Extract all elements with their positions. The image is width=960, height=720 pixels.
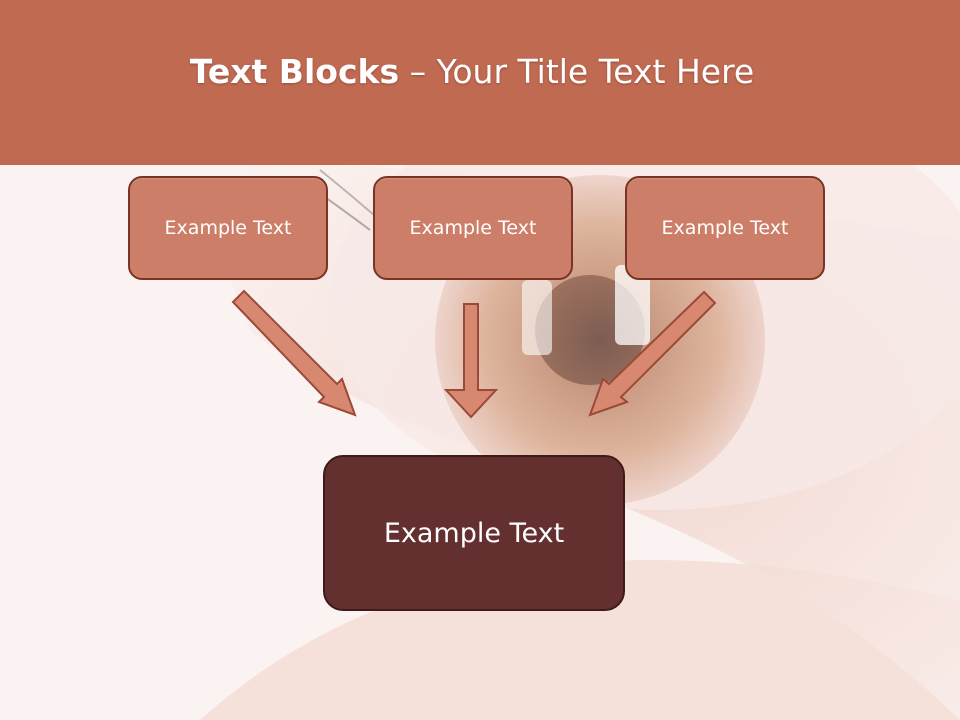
- source-box-3[interactable]: Example Text: [625, 176, 825, 280]
- header-band: [0, 0, 960, 165]
- title-separator: –: [399, 52, 437, 91]
- source-box-2[interactable]: Example Text: [373, 176, 573, 280]
- lower-lid-shape: [200, 560, 960, 720]
- title-bold: Text Blocks: [189, 52, 400, 91]
- source-box-1[interactable]: Example Text: [128, 176, 328, 280]
- target-box[interactable]: Example Text: [323, 455, 625, 611]
- title-rest: Your Title Text Here: [436, 52, 755, 91]
- arrow-left: [231, 289, 357, 417]
- eye-highlight-shape: [615, 265, 650, 345]
- eye-highlight-shape-2: [522, 280, 552, 355]
- arrow-right: [588, 290, 717, 417]
- slide-title: Text Blocks – Your Title Text Here: [0, 52, 944, 91]
- arrow-center: [443, 303, 499, 419]
